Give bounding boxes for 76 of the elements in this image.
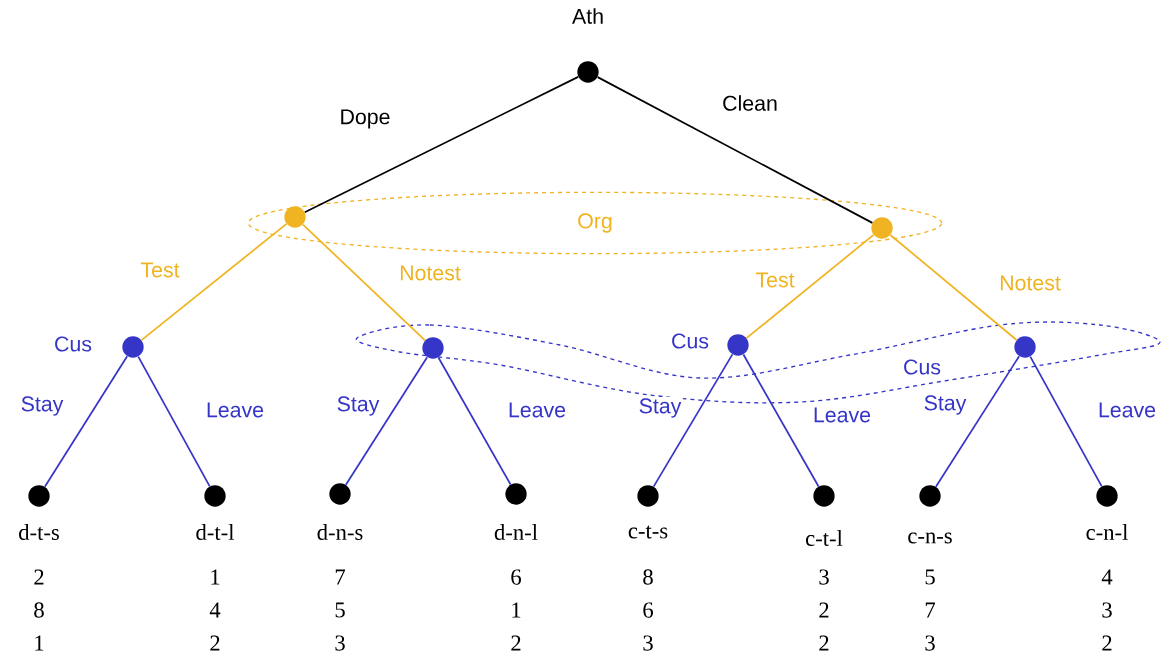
leaf-label: c-t-s <box>628 525 668 539</box>
edge-label: Stay <box>19 395 65 417</box>
node-dot <box>329 483 351 505</box>
node-label: Cus <box>672 333 709 349</box>
edge-label: Notest <box>997 274 1063 292</box>
payoff-value: 5 <box>925 569 935 585</box>
node-dot <box>813 485 835 507</box>
branch-line <box>742 353 820 488</box>
payoff-value: 3 <box>925 635 935 651</box>
edge-label: Leave <box>204 401 266 419</box>
node-dot <box>577 61 599 83</box>
branch-line <box>745 234 875 339</box>
payoff-value: 1 <box>512 602 521 618</box>
payoff-value: 3 <box>819 569 829 585</box>
branch-line <box>303 76 580 214</box>
node-dot <box>422 337 444 359</box>
payoff-value: 2 <box>34 569 44 585</box>
node-dot <box>122 336 144 358</box>
node-dot <box>727 334 749 356</box>
payoff-value: 2 <box>511 635 521 651</box>
node-dot <box>1014 336 1036 358</box>
payoff-value: 6 <box>643 602 653 618</box>
leaf-label: d-t-s <box>19 524 59 540</box>
edge-label: Leave <box>811 406 873 424</box>
node-dot <box>871 217 893 239</box>
leaf-label: d-t-l <box>196 524 235 540</box>
edge-label: Leave <box>1096 401 1158 419</box>
payoff-value: 2 <box>210 635 220 651</box>
payoff-value: 7 <box>335 569 345 585</box>
branch-line <box>302 223 426 342</box>
payoff-value: 3 <box>1102 602 1112 618</box>
payoff-value: 4 <box>1101 569 1113 585</box>
node-label: Ath <box>572 8 603 24</box>
edge-label: Clean <box>720 93 780 113</box>
node-dot <box>204 485 226 507</box>
branch-line <box>345 356 428 486</box>
payoff-value: 8 <box>34 602 44 618</box>
payoff-value: 2 <box>1102 635 1112 651</box>
branch-line <box>1029 355 1103 488</box>
edge-label: Dope <box>338 108 392 130</box>
branch-line <box>889 234 1018 341</box>
payoff-value: 3 <box>335 635 345 651</box>
leaf-label: d-n-s <box>317 524 363 540</box>
edge-label: Notest <box>397 264 463 282</box>
node-dot <box>1096 485 1118 507</box>
node-dot <box>505 483 527 505</box>
edge-label: Stay <box>637 397 683 419</box>
leaf-label: c-n-s <box>908 532 952 544</box>
leaf-label: c-t-l <box>806 530 843 546</box>
leaf-label: d-n-l <box>494 524 538 540</box>
payoff-value: 2 <box>819 602 829 618</box>
node-dot <box>637 485 659 507</box>
node-dot <box>28 485 50 507</box>
payoff-value: 2 <box>819 635 829 651</box>
edge-label: Leave <box>506 401 568 419</box>
payoff-value: 7 <box>925 602 936 618</box>
payoff-value: 4 <box>209 602 221 618</box>
payoff-value: 8 <box>643 569 653 585</box>
edge-label: Test <box>754 271 796 289</box>
branch-line <box>652 353 734 488</box>
branch-line <box>935 355 1020 488</box>
branch-line <box>43 355 129 488</box>
payoff-value: 1 <box>211 569 220 585</box>
edge-label: Test <box>139 261 181 279</box>
leaf-label: c-n-l <box>1086 524 1128 540</box>
branch-line <box>137 355 211 488</box>
node-dot <box>919 485 941 507</box>
branch-line <box>140 223 288 342</box>
payoff-value: 3 <box>643 635 653 651</box>
branch-line <box>596 76 874 224</box>
node-dot <box>284 206 306 228</box>
branch-line <box>437 356 512 486</box>
payoff-value: 6 <box>511 569 521 585</box>
payoff-value: 5 <box>335 602 345 618</box>
node-label: Cus <box>55 336 92 352</box>
payoff-value: 1 <box>35 635 44 651</box>
